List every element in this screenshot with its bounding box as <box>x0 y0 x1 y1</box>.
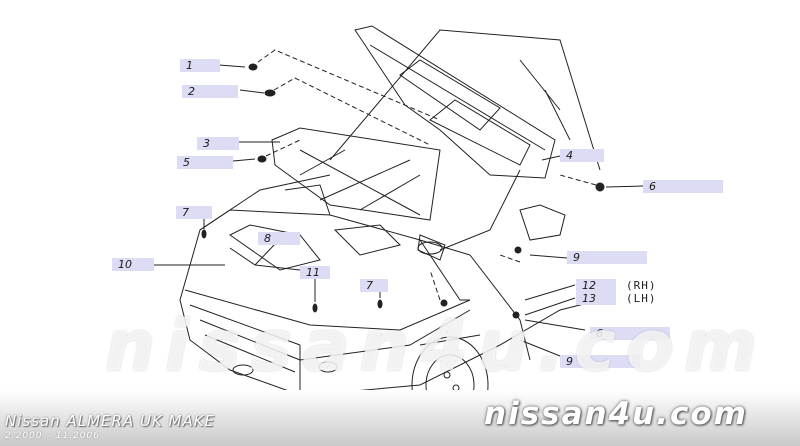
hood-stay-rod <box>439 169 521 251</box>
fastener-parts <box>201 63 605 319</box>
footer-band <box>0 390 800 446</box>
callout-11: 11 <box>300 266 330 279</box>
callout-2: 2 <box>182 85 238 98</box>
callout-4: 4 <box>560 149 604 162</box>
callout-9-lower: 9 <box>560 355 640 368</box>
door-mirror <box>519 204 566 241</box>
stay-hinge <box>417 234 446 261</box>
callout-6: 6 <box>643 180 723 193</box>
leader-lines-dashed <box>257 49 597 301</box>
side-note-lh: (LH) <box>626 292 657 305</box>
windshield-outline <box>329 29 601 171</box>
callout-7-left: 7 <box>176 206 212 219</box>
callout-8: 8 <box>258 232 300 245</box>
model-title: Nissan ALMERA UK MAKE <box>5 412 216 430</box>
model-years: 2.2000 – 11.2006 <box>5 431 100 441</box>
watermark: nissan4u.com <box>105 305 767 387</box>
callout-7-center: 7 <box>360 279 388 292</box>
callout-12: 12 <box>576 279 616 292</box>
callout-3: 3 <box>197 137 239 150</box>
callout-9-upper: 9 <box>567 251 647 264</box>
brand-logo[interactable]: nissan4u.com <box>484 396 748 432</box>
side-note-rh: (RH) <box>626 279 657 292</box>
callout-10: 10 <box>112 258 154 271</box>
callout-5: 5 <box>177 156 233 169</box>
hood-panel <box>354 25 556 179</box>
leader-lines-solid <box>152 64 644 361</box>
callout-6-lower: 6 <box>590 327 670 340</box>
hood-insulator <box>271 127 441 221</box>
callout-13: 13 <box>576 292 616 305</box>
car-body <box>179 174 601 406</box>
engine-bay <box>229 184 443 271</box>
callout-1: 1 <box>180 59 220 72</box>
